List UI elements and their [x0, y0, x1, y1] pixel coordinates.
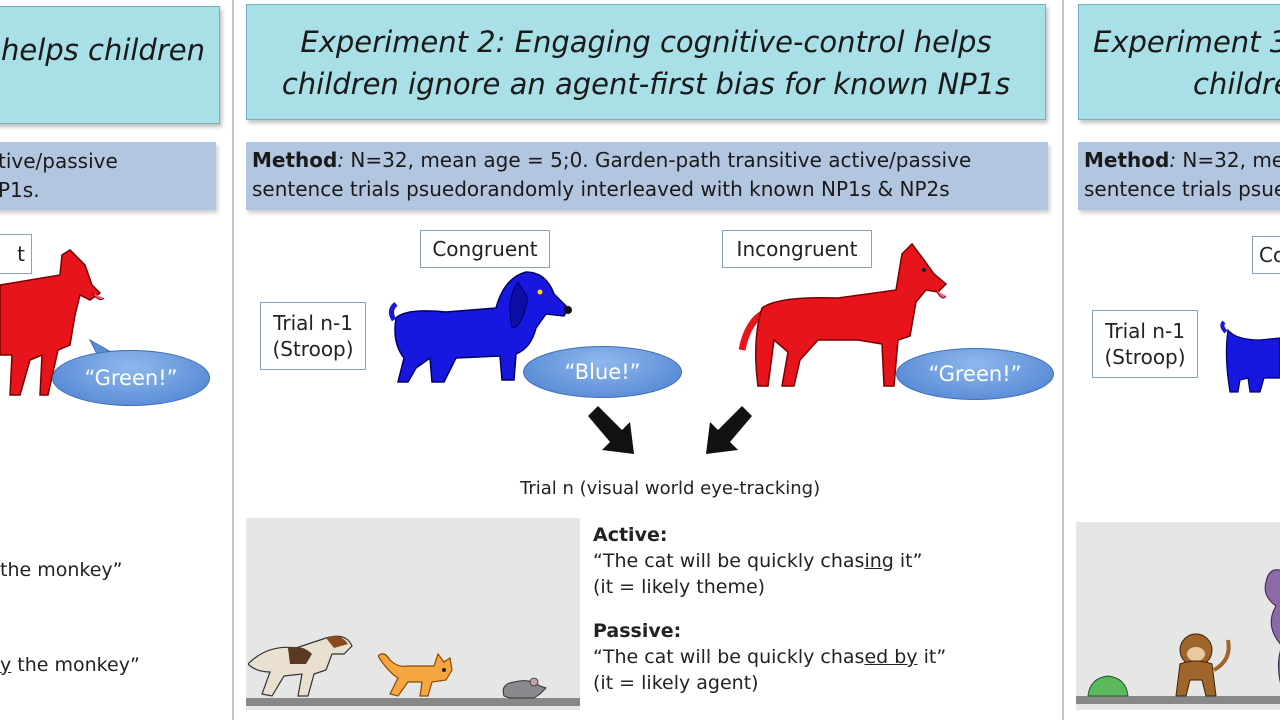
congruent-label: Congruent [420, 230, 550, 268]
left-title: helps children [0, 33, 205, 67]
left-title-box: helps children [0, 6, 220, 124]
left-condition-label-text: t [17, 242, 25, 266]
trial-n-label: Trial n (visual world eye-tracking) [520, 478, 821, 499]
center-title-box: Experiment 2: Engaging cognitive-control… [246, 4, 1046, 120]
panel-divider-left [232, 0, 234, 720]
passive-label: Passive: [593, 620, 682, 642]
passive-sentence: “The cat will be quickly chased by it” [593, 644, 946, 670]
active-note: (it = likely theme) [593, 576, 766, 598]
right-trial-prev-label: Trial n-1 (Stroop) [1092, 310, 1198, 378]
center-method-line1: Method: N=32, mean age = 5;0. Garden-pat… [252, 146, 1048, 175]
mouse-icon [502, 677, 547, 699]
passive-sentence-b: it” [917, 646, 947, 668]
right-method-box: Method: N=32, me sentence trials psue [1078, 142, 1280, 210]
right-scene-ground [1076, 696, 1280, 704]
active-sentence: “The cat will be quickly chasing it” [593, 548, 922, 574]
left-method-line2: P1s. [0, 178, 40, 202]
left-red-dog-icon [0, 249, 105, 396]
passive-sentence-a: “The cat will be quickly chas [593, 646, 865, 668]
right-title-line1: Experiment 3 [1093, 25, 1280, 59]
scene-ground [246, 698, 580, 706]
center-title-line1: Experiment 2: Engaging cognitive-control… [300, 25, 992, 59]
right-condition-label: Co [1252, 236, 1280, 274]
right-method-colon: : [1169, 148, 1177, 172]
dog-running-icon [248, 635, 353, 697]
trial-prev-line1: Trial n-1 [273, 311, 353, 335]
right-trial-prev-line2: (Stroop) [1104, 345, 1186, 369]
blue-dog-icon [388, 271, 572, 383]
passive-note: (it = likely agent) [593, 672, 759, 694]
active-sentence-a: “The cat will be quickly chas [593, 550, 865, 572]
active-block: Active: “The cat will be quickly chasing… [593, 522, 922, 600]
right-method-line2: sentence trials psue [1084, 177, 1280, 201]
incongruent-label: Incongruent [722, 230, 872, 268]
center-title-line2: children ignore an agent-first bias for … [281, 67, 1011, 101]
left-method-box: tive/passive P1s. [0, 142, 216, 210]
green-speech-bubble: “Green!” [896, 348, 1054, 400]
right-scene [1076, 522, 1280, 710]
monkey-icon [1175, 633, 1231, 697]
active-sentence-b: it” [893, 550, 923, 572]
green-bubble-text: “Green!” [928, 362, 1022, 386]
left-example-2-rest: the monkey” [11, 654, 140, 676]
arrow-down-right-icon [588, 406, 634, 454]
left-example-2: y the monkey” [0, 652, 140, 678]
active-sentence-underlined: ing [864, 550, 894, 572]
left-method-line1: tive/passive [0, 149, 118, 173]
right-trial-prev-line1: Trial n-1 [1105, 319, 1185, 343]
left-bubble-text: “Green!” [84, 366, 178, 390]
frog-icon [1087, 675, 1129, 697]
congruent-label-text: Congruent [432, 237, 538, 261]
right-method-text1: N=32, me [1176, 148, 1280, 172]
red-dog-icon [738, 242, 948, 387]
right-title-line2: childre [1193, 67, 1280, 101]
center-method-text1: N=32, mean age = 5;0. Garden-path transi… [344, 148, 972, 172]
panel-divider-right [1062, 0, 1064, 720]
left-example-2-underlined: y [0, 654, 12, 676]
trial-prev-label: Trial n-1 (Stroop) [260, 302, 366, 370]
passive-block: Passive: “The cat will be quickly chased… [593, 618, 946, 696]
left-example-1: the monkey” [0, 559, 123, 581]
cat-running-icon [378, 652, 453, 697]
trial-prev-line2: (Stroop) [272, 337, 354, 361]
incongruent-label-text: Incongruent [736, 237, 858, 261]
right-blue-dog-icon [1220, 320, 1280, 393]
center-method-box: Method: N=32, mean age = 5;0. Garden-pat… [246, 142, 1048, 210]
center-method-colon: : [337, 148, 345, 172]
blue-speech-bubble: “Blue!” [523, 346, 682, 398]
left-speech-bubble: “Green!” [52, 350, 210, 406]
left-condition-label: t [0, 234, 32, 274]
active-label: Active: [593, 524, 668, 546]
right-method-line1: Method: N=32, me [1084, 146, 1280, 175]
right-condition-label-text: Co [1259, 243, 1280, 267]
right-title-box: Experiment 3 childre [1078, 4, 1280, 120]
center-method-label: Method [252, 148, 338, 172]
passive-sentence-underlined: ed by [864, 646, 918, 668]
chase-scene [246, 518, 580, 710]
center-method-line2: sentence trials psuedorandomly interleav… [252, 177, 950, 201]
octopus-icon [1264, 569, 1280, 684]
right-method-label: Method [1084, 148, 1170, 172]
arrow-down-left-icon [706, 406, 752, 454]
blue-bubble-text: “Blue!” [564, 360, 641, 384]
